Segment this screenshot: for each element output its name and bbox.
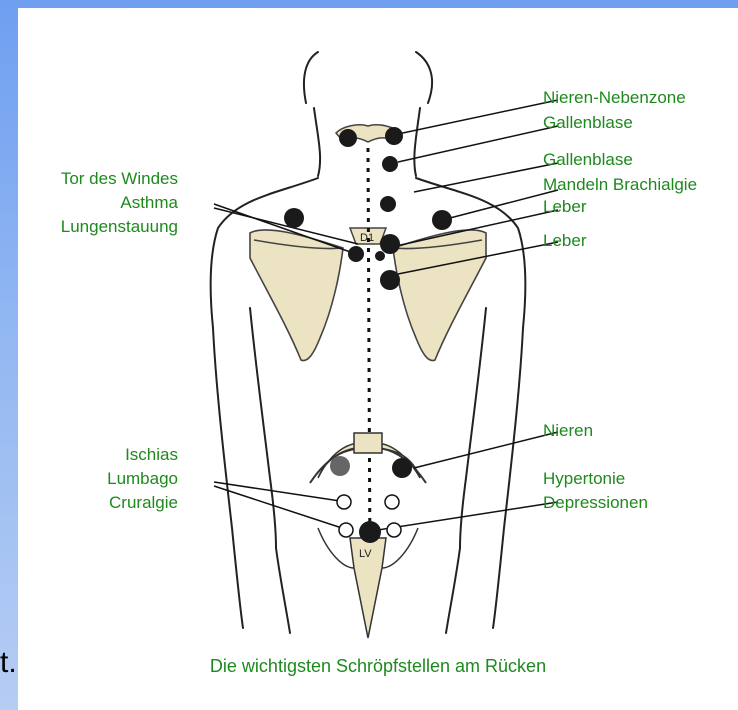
label-tor-des-windes: Tor des Windes: [61, 169, 178, 188]
label-asthma: Asthma: [120, 193, 178, 212]
point-hypertension: [359, 521, 381, 543]
spine-line: [368, 148, 370, 568]
label-mandeln-brachialgie: Mandeln Brachialgie: [543, 175, 697, 194]
label-gallenblase-2: Gallenblase: [543, 150, 633, 169]
label-ischias: Ischias: [125, 445, 178, 464]
scapula-right: [393, 230, 486, 361]
point-gallbladder: [382, 156, 398, 172]
back-diagram: D1 LV: [18, 8, 738, 648]
label-depressionen: Depressionen: [543, 493, 648, 512]
scapula-left: [250, 230, 343, 361]
point-kidney-left: [330, 456, 350, 476]
point-sacrum-right: [387, 523, 401, 537]
vertebra-label-lv: LV: [359, 548, 372, 560]
stray-text: t.: [0, 646, 17, 680]
point-lung: [348, 246, 364, 262]
label-lumbago: Lumbago: [107, 469, 178, 488]
point-liver-1: [380, 234, 400, 254]
diagram-frame: D1 LV: [18, 8, 738, 710]
point-sacrum-left: [339, 523, 353, 537]
point-neck-right: [385, 127, 403, 145]
label-nieren: Nieren: [543, 421, 593, 440]
label-leber-1: Leber: [543, 197, 587, 216]
point-tonsils: [380, 196, 396, 212]
diagram-caption: Die wichtigsten Schröpfstellen am Rücken: [18, 656, 738, 677]
point-shoulder-left: [284, 208, 304, 228]
label-gallenblase-1: Gallenblase: [543, 113, 633, 132]
point-liver-2: [380, 270, 400, 290]
label-cruralgie: Cruralgie: [109, 493, 178, 512]
vertebra-label-d1: D1: [360, 232, 374, 244]
point-liver-small: [375, 251, 385, 261]
label-nieren-nebenzone: Nieren-Nebenzone: [543, 88, 686, 107]
label-leber-2: Leber: [543, 231, 587, 250]
point-neck-left: [339, 129, 357, 147]
point-kidney-right: [392, 458, 412, 478]
point-hip-left: [337, 495, 351, 509]
point-hip-right: [385, 495, 399, 509]
label-lungenstauung: Lungenstauung: [61, 217, 178, 236]
label-hypertonie: Hypertonie: [543, 469, 625, 488]
point-shoulder-right: [432, 210, 452, 230]
